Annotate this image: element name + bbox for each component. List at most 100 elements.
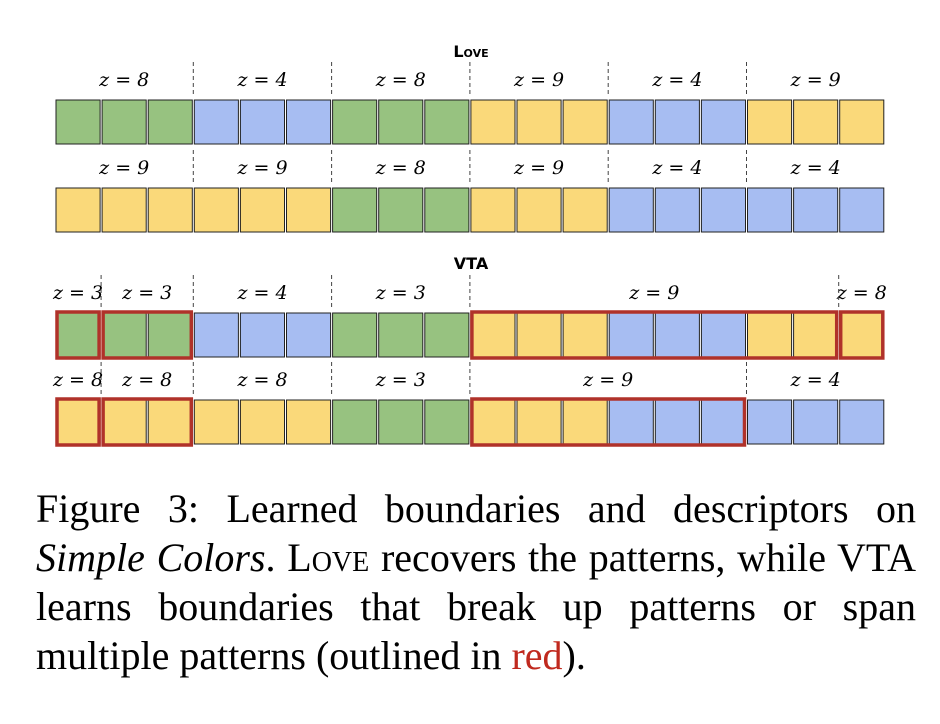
segment-label: z = 3 (375, 369, 426, 391)
cell-yellow (147, 399, 193, 445)
cell-blue (654, 312, 700, 358)
caption-figure-number: Figure 3: (36, 486, 199, 531)
cell-green (332, 99, 378, 145)
cell-yellow (747, 312, 793, 358)
cell-yellow (470, 399, 516, 445)
cell-blue (286, 99, 332, 145)
segment-label: z = 4 (651, 69, 702, 91)
cell-yellow (101, 187, 147, 233)
segment-label: z = 4 (236, 69, 287, 91)
cell-green (378, 312, 424, 358)
segment-label: z = 8 (375, 157, 426, 179)
segment-label: z = 8 (52, 369, 103, 391)
segment-label: z = 3 (52, 282, 103, 304)
cell-yellow (470, 99, 516, 145)
caption-text-1: Learned boundaries and descriptors on (226, 486, 917, 531)
cell-green (55, 99, 101, 145)
cell-blue (700, 312, 747, 358)
segment-label: z = 8 (98, 69, 149, 91)
cell-blue (608, 99, 654, 145)
cell-green (424, 312, 470, 358)
cell-yellow (562, 399, 608, 445)
cell-yellow (562, 312, 608, 358)
cell-green (55, 312, 101, 358)
section-title-vta: VTA (454, 254, 489, 273)
cell-green (424, 187, 470, 233)
cell-green (378, 187, 424, 233)
cell-blue (793, 399, 839, 445)
segment-label: z = 8 (836, 282, 887, 304)
highlight-outline (470, 397, 747, 447)
cell-yellow (239, 187, 285, 233)
cell-yellow (839, 99, 885, 145)
cell-blue (654, 399, 700, 445)
cell-yellow (562, 99, 608, 145)
cell-blue (286, 312, 332, 358)
highlight-outline (101, 397, 194, 447)
cell-blue (747, 399, 793, 445)
cell-green (147, 99, 193, 145)
caption-method-name: Love (287, 535, 370, 580)
segment-label: z = 9 (582, 369, 633, 391)
cell-blue (700, 99, 747, 145)
caption-text-3: recovers the patterns, while VTA learns … (36, 535, 917, 678)
cell-blue (239, 312, 285, 358)
highlight-outline (55, 397, 101, 447)
cell-blue (839, 399, 885, 445)
cell-blue (747, 187, 793, 233)
cell-green (101, 99, 147, 145)
cell-blue (654, 99, 700, 145)
highlight-outline (55, 310, 101, 360)
caption-dataset-name: Simple Colors (36, 535, 266, 580)
cell-blue (608, 187, 654, 233)
cell-yellow (516, 187, 562, 233)
cell-green (378, 99, 424, 145)
segment-label: z = 9 (513, 69, 564, 91)
figure-caption: Figure 3: Learned boundaries and descrip… (36, 484, 916, 680)
cell-green (332, 312, 378, 358)
segment-label: z = 4 (236, 282, 287, 304)
cell-yellow (516, 399, 562, 445)
segment-label: z = 8 (375, 69, 426, 91)
cell-blue (700, 399, 747, 445)
segment-label: z = 3 (375, 282, 426, 304)
cell-blue (608, 312, 654, 358)
highlight-outline (470, 310, 839, 360)
highlight-outline (101, 310, 194, 360)
segment-label: z = 3 (121, 282, 172, 304)
cell-green (332, 399, 378, 445)
caption-red-word: red (511, 633, 563, 678)
cell-yellow (470, 187, 516, 233)
cell-blue (700, 187, 747, 233)
cell-yellow (516, 312, 562, 358)
cell-blue (239, 99, 285, 145)
cell-blue (608, 399, 654, 445)
segment-label: z = 4 (651, 157, 702, 179)
segment-label: z = 9 (236, 157, 287, 179)
figure-rows: z = 8 z = 4 z = 8 z = 9 z = 4 z = 9 z = 9 z = 9… (52, 62, 887, 447)
caption-text-2: . (265, 535, 276, 580)
segment-label: z = 8 (121, 369, 172, 391)
section-title-love: Love (453, 42, 488, 61)
cell-yellow (747, 99, 793, 145)
cell-green (378, 399, 424, 445)
cell-green (424, 399, 470, 445)
cell-yellow (101, 399, 147, 445)
cell-blue (654, 187, 700, 233)
cell-yellow (147, 187, 193, 233)
segment-label: z = 9 (790, 69, 841, 91)
cell-yellow (562, 187, 608, 233)
cell-green (147, 312, 193, 358)
cell-yellow (839, 312, 885, 358)
segment-label: z = 4 (790, 157, 841, 179)
segment-label: z = 4 (790, 369, 841, 391)
segment-label: z = 9 (513, 157, 564, 179)
cell-green (424, 99, 470, 145)
cell-blue (793, 187, 839, 233)
cell-yellow (793, 99, 839, 145)
cell-yellow (55, 187, 101, 233)
segment-label: z = 9 (628, 282, 679, 304)
cell-blue (193, 99, 239, 145)
cell-green (101, 312, 147, 358)
